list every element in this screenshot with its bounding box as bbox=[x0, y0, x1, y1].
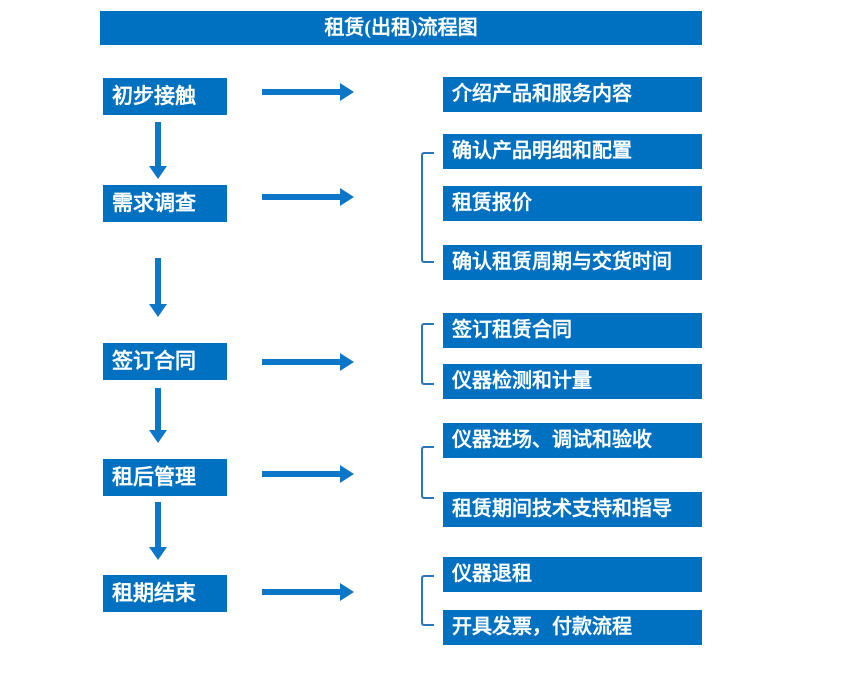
arrow-shaft bbox=[262, 89, 340, 95]
step-box: 仪器检测和计量 bbox=[443, 364, 702, 399]
step-box: 租赁期间技术支持和指导 bbox=[443, 492, 702, 527]
step-box: 确认租赁周期与交货时间 bbox=[443, 245, 702, 280]
step-box: 仪器退租 bbox=[443, 557, 702, 592]
step-box: 仪器进场、调试和验收 bbox=[443, 423, 702, 458]
arrow-head bbox=[340, 83, 354, 101]
arrow-head bbox=[340, 353, 354, 371]
arrow-head bbox=[340, 188, 354, 206]
group-bracket-icon bbox=[421, 446, 434, 499]
group-bracket-icon bbox=[421, 152, 434, 263]
step-box: 开具发票，付款流程 bbox=[443, 610, 702, 645]
step-box: 租赁报价 bbox=[443, 186, 702, 221]
step-box: 介绍产品和服务内容 bbox=[443, 77, 702, 112]
arrow-right-icon bbox=[262, 583, 354, 601]
arrow-right-icon bbox=[262, 353, 354, 371]
arrow-shaft bbox=[155, 388, 161, 431]
arrow-right-icon bbox=[262, 83, 354, 101]
arrow-head bbox=[149, 304, 167, 317]
arrow-shaft bbox=[155, 502, 161, 548]
step-box: 签订租赁合同 bbox=[443, 313, 702, 348]
step-box: 确认产品明细和配置 bbox=[443, 134, 702, 169]
arrow-head bbox=[149, 547, 167, 560]
group-bracket-icon bbox=[421, 575, 434, 626]
stage-box-rental-end: 租期结束 bbox=[103, 575, 227, 612]
arrow-head bbox=[340, 583, 354, 601]
arrow-shaft bbox=[155, 122, 161, 167]
flowchart-title: 租赁(出租)流程图 bbox=[100, 11, 702, 45]
arrow-head bbox=[149, 430, 167, 443]
arrow-head bbox=[340, 465, 354, 483]
arrow-down-icon bbox=[149, 122, 167, 179]
arrow-head bbox=[149, 166, 167, 179]
arrow-shaft bbox=[262, 194, 340, 200]
arrow-shaft bbox=[262, 359, 340, 365]
arrow-right-icon bbox=[262, 188, 354, 206]
arrow-down-icon bbox=[149, 502, 167, 560]
arrow-right-icon bbox=[262, 465, 354, 483]
arrow-shaft bbox=[262, 589, 340, 595]
arrow-down-icon bbox=[149, 388, 167, 443]
stage-box-demand-survey: 需求调查 bbox=[103, 185, 227, 222]
stage-box-post-rental-management: 租后管理 bbox=[103, 459, 227, 496]
arrow-shaft bbox=[155, 258, 161, 305]
arrow-shaft bbox=[262, 471, 340, 477]
group-bracket-icon bbox=[421, 323, 434, 385]
stage-box-initial-contact: 初步接触 bbox=[103, 78, 227, 115]
arrow-down-icon bbox=[149, 258, 167, 317]
stage-box-sign-contract: 签订合同 bbox=[103, 343, 227, 380]
